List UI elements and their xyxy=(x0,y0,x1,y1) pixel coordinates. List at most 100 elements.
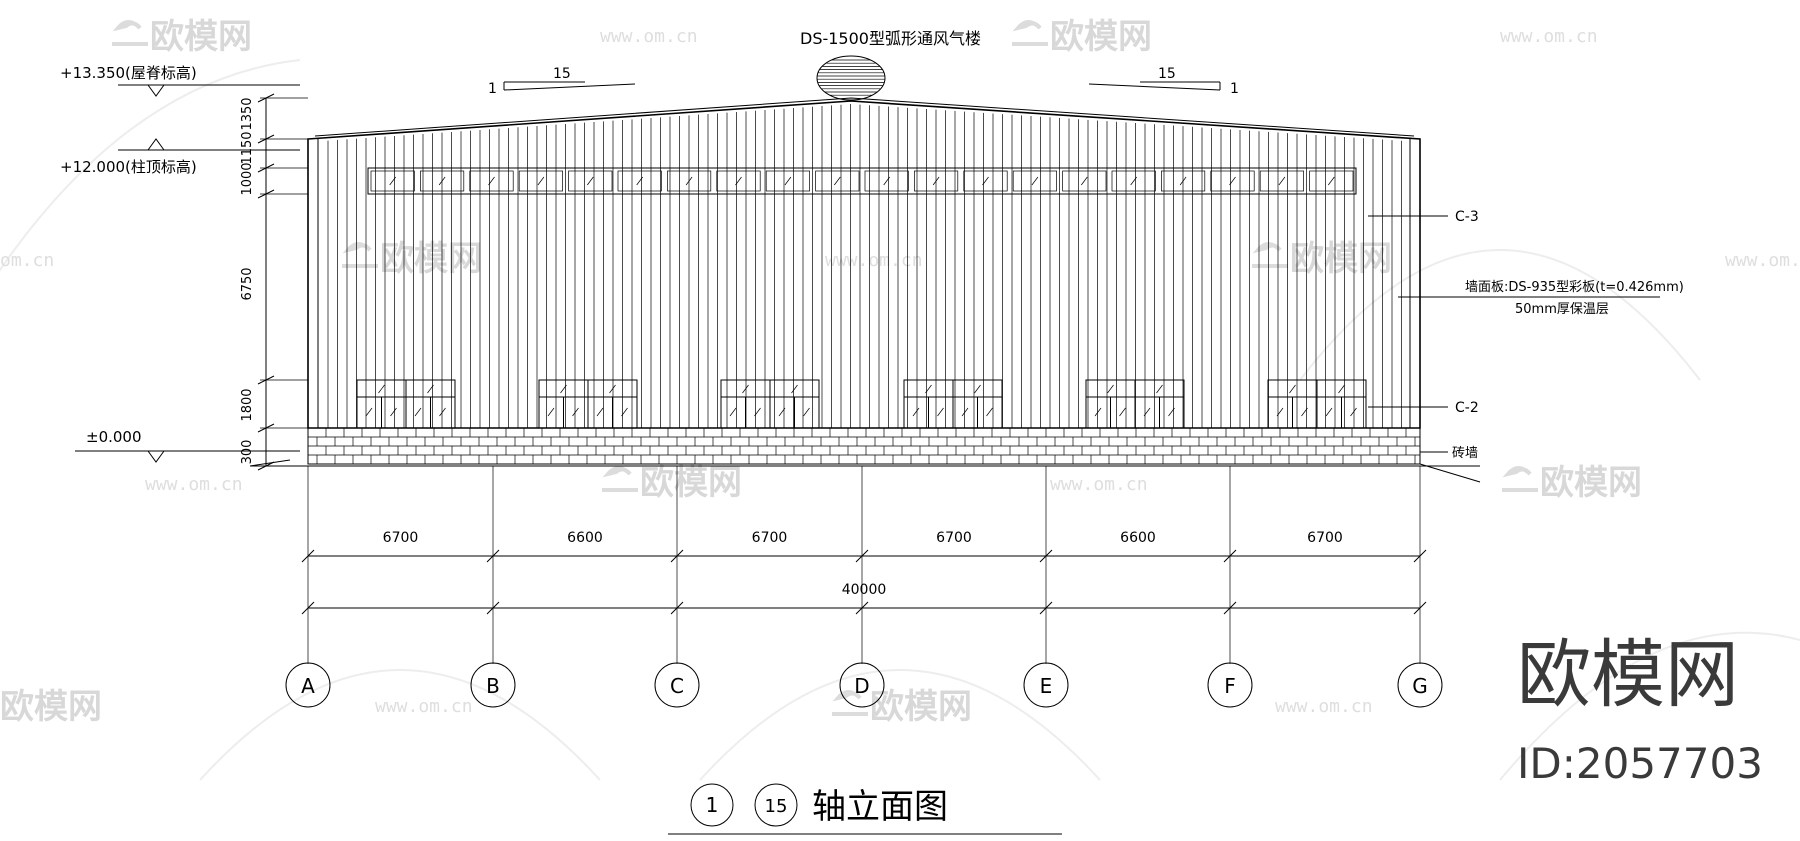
glass-mark xyxy=(754,407,761,417)
callout-c3: C-3 xyxy=(1455,209,1479,225)
axis-label: E xyxy=(1040,674,1053,698)
glass-mark xyxy=(961,407,969,417)
glass-mark xyxy=(1119,407,1126,417)
glass-mark xyxy=(1031,176,1039,186)
vertical-dim: 300 xyxy=(240,440,255,465)
glass-mark xyxy=(1350,407,1357,417)
glass-mark xyxy=(729,407,737,417)
callout-c2: C-2 xyxy=(1455,400,1479,416)
glass-mark xyxy=(742,384,749,394)
total-dimension: 40000 xyxy=(842,582,887,598)
elevation-label: +12.000(柱顶标高) xyxy=(60,158,197,176)
glass-mark xyxy=(1081,176,1088,186)
glass-mark xyxy=(791,384,798,394)
glass-mark xyxy=(883,176,890,186)
watermark-brand-text: 欧模网 xyxy=(1540,463,1642,503)
slope-indicator-left: 1 15 xyxy=(488,66,636,97)
watermark-brand-text: 欧模网 xyxy=(1050,17,1152,57)
high-window-pane xyxy=(1210,170,1255,192)
watermark-brand: 欧模网 xyxy=(602,463,742,503)
watermark-logo-icon xyxy=(1252,242,1288,268)
high-window-pane xyxy=(864,170,909,192)
high-window-band xyxy=(367,167,1357,195)
vertical-dim: 6750 xyxy=(240,267,255,300)
axis-bubble xyxy=(839,662,885,708)
glass-mark xyxy=(378,384,385,394)
slope-ratio: 1 xyxy=(1230,81,1239,97)
glass-mark xyxy=(587,176,594,186)
glass-mark xyxy=(1301,407,1308,417)
watermark-brand: 欧模网 xyxy=(1502,463,1642,503)
brand-id: ID:2057703 xyxy=(1517,739,1763,788)
drawing-title: 1 15 轴立面图 xyxy=(668,783,1062,835)
brick-pattern xyxy=(307,428,1420,464)
title-axis-bubble xyxy=(754,783,798,827)
high-window-pane xyxy=(1259,170,1304,192)
watermark-url: www.om.cn xyxy=(145,474,243,495)
dim-tick xyxy=(486,601,500,615)
high-window-frame xyxy=(367,167,1357,195)
watermark-url: om.cn xyxy=(0,250,54,271)
axis-bubble xyxy=(285,662,331,708)
low-window-group xyxy=(720,379,820,429)
glass-mark xyxy=(537,176,545,186)
dim-tick xyxy=(670,549,684,563)
high-window-pane xyxy=(1062,170,1107,192)
watermark-brand: 欧模网 xyxy=(832,687,972,727)
elevation-symbol xyxy=(75,450,300,463)
glass-mark xyxy=(778,407,786,417)
elevation-symbol xyxy=(118,84,300,97)
axis-label: A xyxy=(301,674,315,698)
title-axis-to: 15 xyxy=(765,796,788,817)
low-window-group xyxy=(1085,379,1185,429)
high-window-pane xyxy=(518,170,563,192)
watermark-brand-text: 欧模网 xyxy=(380,239,482,279)
glass-mark xyxy=(784,176,792,186)
high-window-pane xyxy=(1161,170,1206,192)
glass-mark xyxy=(925,384,932,394)
watermark-logo-icon xyxy=(1012,20,1048,46)
high-window-pane xyxy=(1012,170,1057,192)
elevation-marker: +12.000(柱顶标高) xyxy=(60,138,300,176)
watermark-brand: 欧模网 xyxy=(112,17,252,57)
elevation-marker: ±0.000 xyxy=(75,428,300,463)
glass-mark xyxy=(596,407,604,417)
glass-mark xyxy=(685,176,693,186)
glass-mark xyxy=(389,176,396,186)
glass-mark xyxy=(803,407,810,417)
vertical-dimension-chain: 1350 1150 1000 6750 1800 300 xyxy=(240,93,308,471)
slope-ratio: 15 xyxy=(553,66,571,82)
axis-bubble xyxy=(1207,662,1253,708)
high-window-pane xyxy=(420,170,465,192)
glass-mark xyxy=(572,407,579,417)
dim-tick xyxy=(1039,549,1053,563)
glass-mark xyxy=(547,407,555,417)
glass-mark xyxy=(427,384,434,394)
watermark-brand: 欧模网 xyxy=(342,239,482,279)
slope-ratio: 15 xyxy=(1158,66,1176,82)
dim-tick xyxy=(1223,549,1237,563)
glass-mark xyxy=(365,407,373,417)
vertical-dim: 1350 xyxy=(240,97,255,130)
glass-mark xyxy=(735,176,742,186)
callout-brick: 砖墙 xyxy=(1452,446,1478,461)
watermark-layer: 欧模网 欧模网 欧模网 欧模网 欧模网 欧模网 欧模网 欧模网 xyxy=(0,17,1800,781)
glass-mark xyxy=(439,407,446,417)
slope-indicator-right: 15 1 xyxy=(1088,66,1239,97)
vent-label: DS-1500型弧形通风气楼 xyxy=(800,29,981,48)
vent-hatch xyxy=(817,59,885,96)
glass-mark xyxy=(982,176,989,186)
glass-mark xyxy=(1094,407,1102,417)
glass-mark xyxy=(1325,407,1333,417)
glass-mark xyxy=(1130,176,1137,186)
glass-mark xyxy=(1156,384,1163,394)
watermark-brand-text: 欧模网 xyxy=(150,17,252,57)
watermark-url: www.om.cn xyxy=(825,250,923,271)
dim-tick xyxy=(1413,549,1427,563)
watermark-brand-text: 欧模网 xyxy=(0,687,102,727)
glass-mark xyxy=(636,176,643,186)
watermark-logo-icon xyxy=(1502,466,1538,492)
watermark-brand: 欧模网 xyxy=(1252,239,1392,279)
axis-label: D xyxy=(854,674,869,698)
